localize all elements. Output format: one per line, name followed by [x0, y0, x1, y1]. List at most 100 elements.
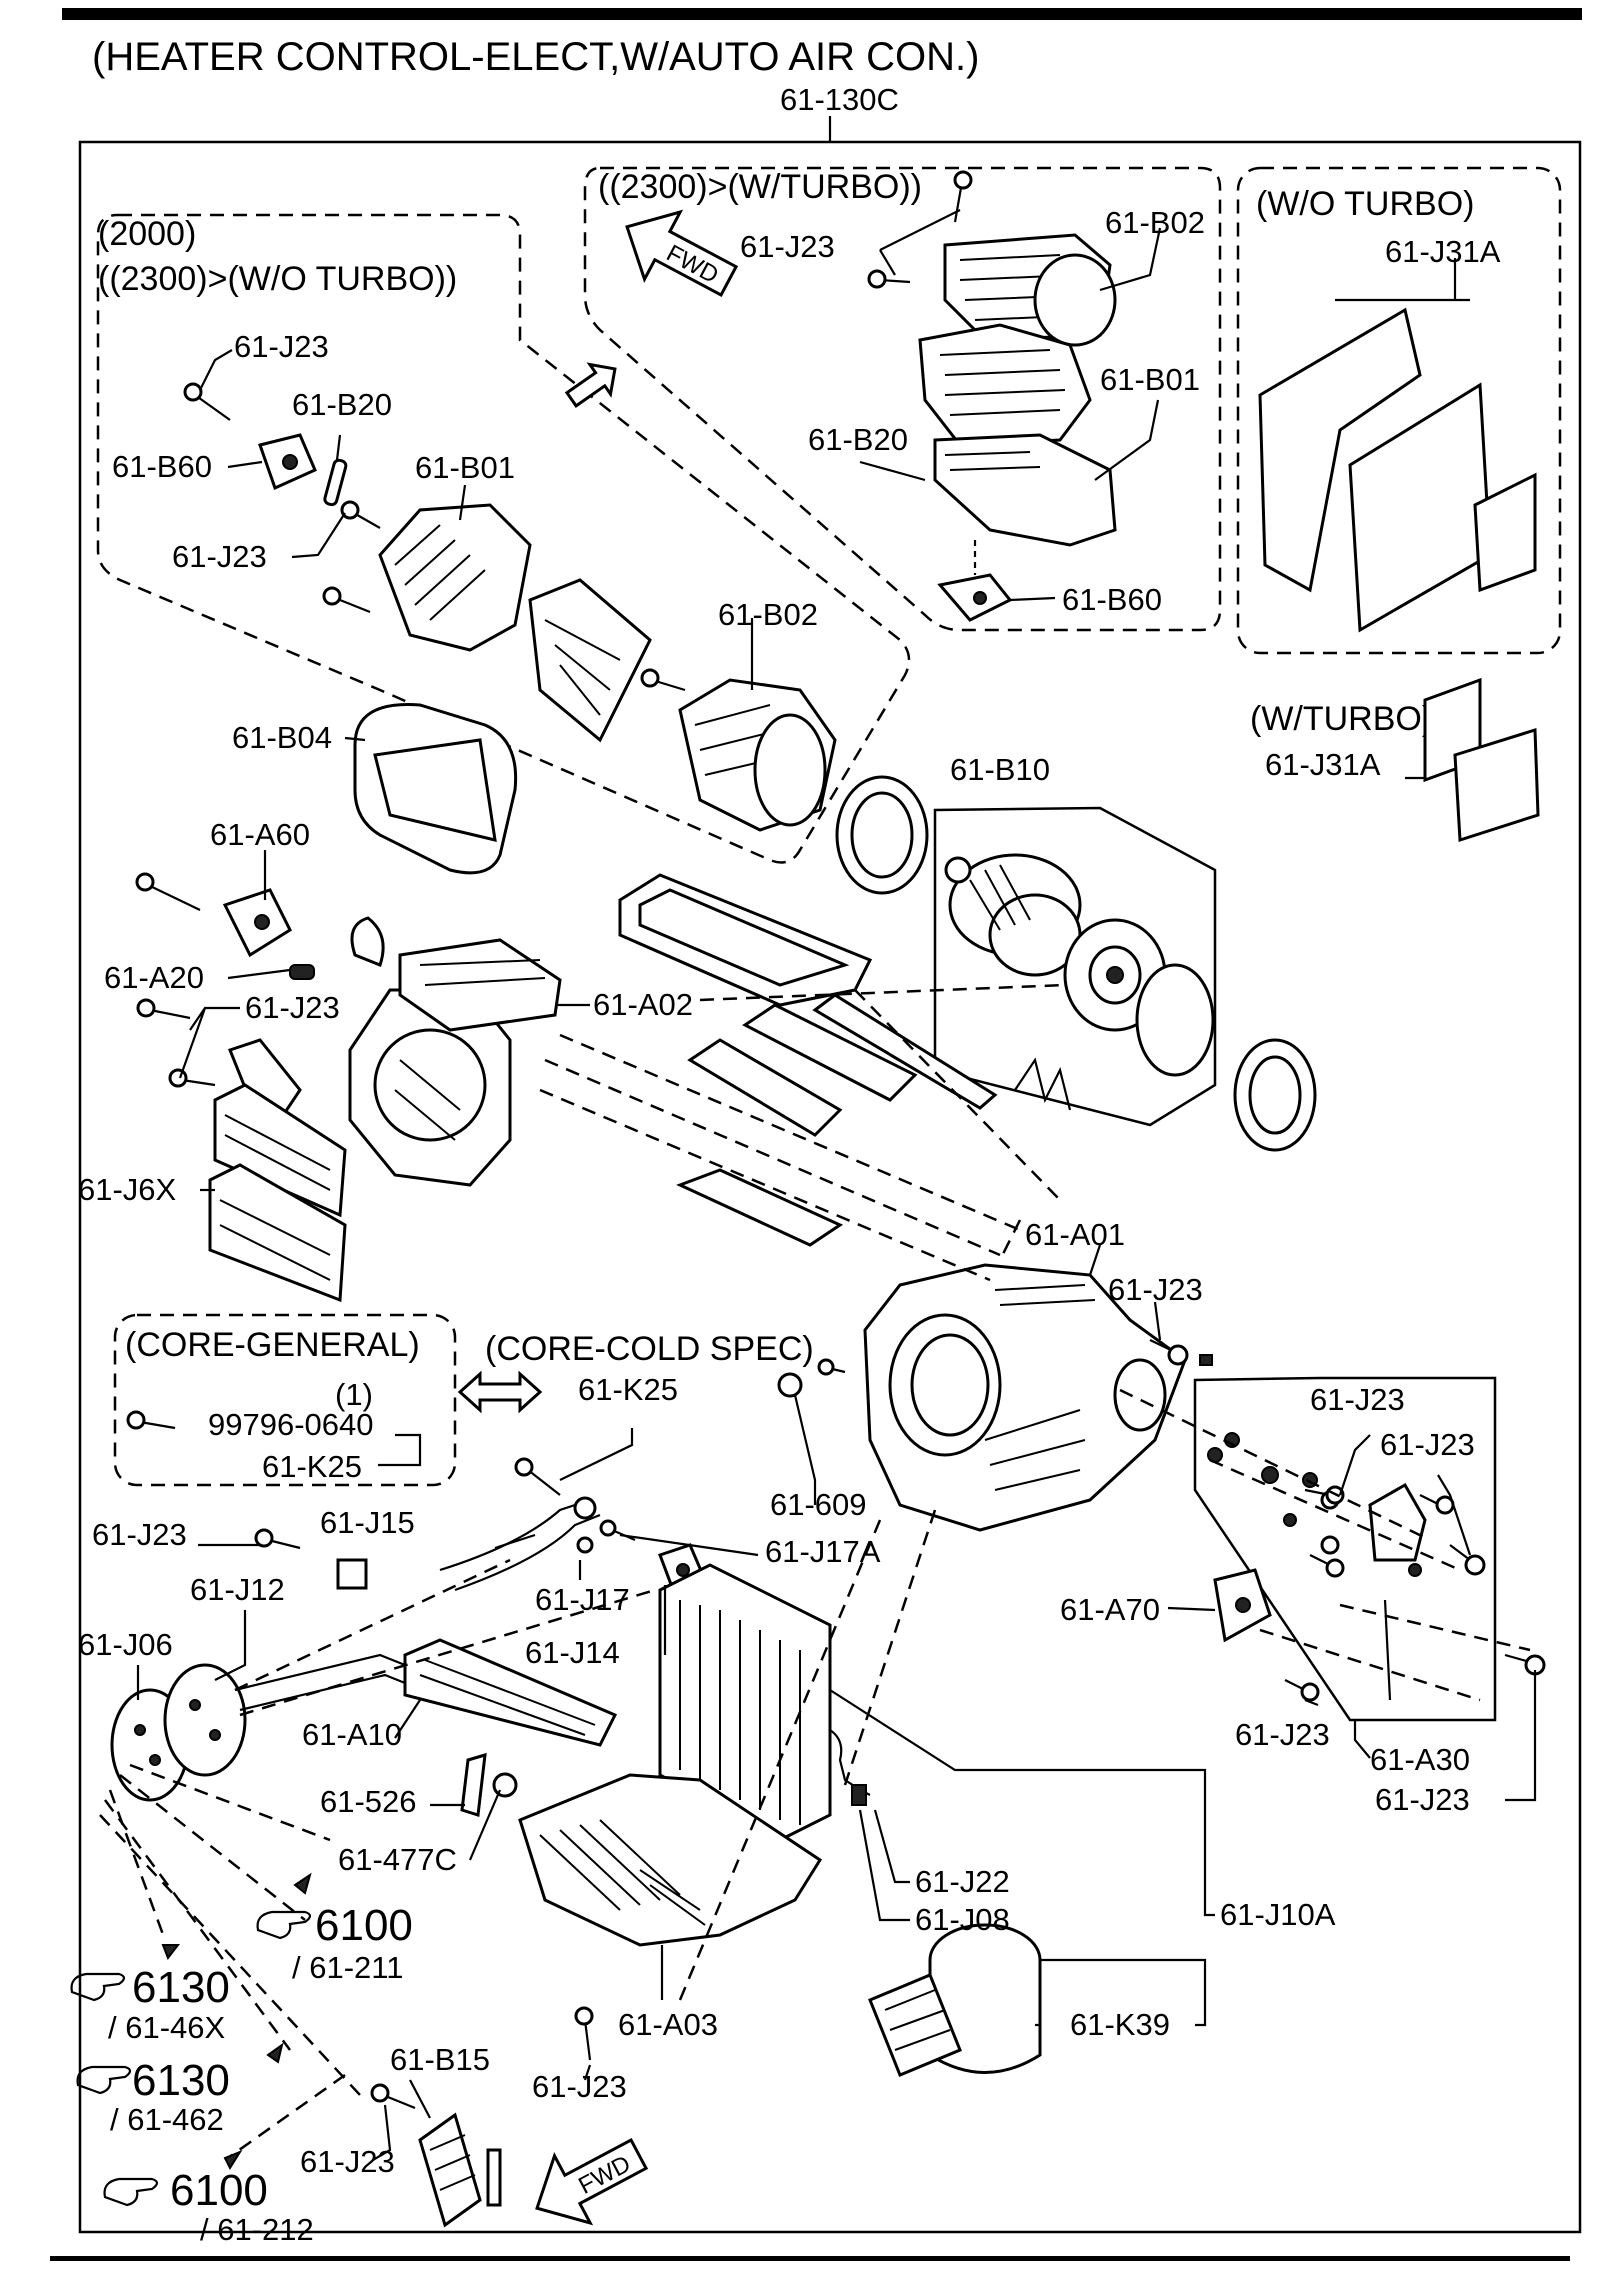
bracket-b15-icon — [418, 2112, 502, 2228]
actuator-a60-icon — [222, 888, 292, 958]
svg-text:/ 61-46X: / 61-46X — [108, 2010, 226, 2045]
label-b01-a: 61-B01 — [415, 450, 515, 485]
label-b10: 61-B10 — [950, 752, 1050, 787]
lower-case-a03-icon — [518, 1773, 823, 1947]
o-ring-icon — [1135, 963, 1215, 1077]
drain-hose-526-icon — [460, 1752, 487, 1817]
motor-k39-icon — [868, 1923, 1042, 2077]
pipe-j15-icon — [439, 1496, 601, 1592]
turbo-variant-region — [583, 166, 1222, 632]
filter-door-left-icon — [528, 578, 652, 743]
label-j23-f: 61-J23 — [1380, 1427, 1475, 1462]
actuator-a30-frame — [1193, 1376, 1497, 1722]
filter-sheet-large-icon — [1258, 307, 1422, 593]
leader-lines — [136, 209, 1537, 2161]
fwd-arrow-top: FWD — [625, 209, 739, 297]
label-core-k25: 61-K25 — [262, 1449, 362, 1484]
case-b01-left-icon — [378, 503, 532, 652]
label-b20-a: 61-B20 — [292, 387, 392, 422]
label-a02: 61-A02 — [593, 987, 693, 1022]
actuator-b60-left-icon — [258, 433, 317, 491]
svg-text:6130: 6130 — [132, 2056, 230, 2105]
clip-477c-icon — [492, 1772, 518, 1798]
core-general-region — [113, 1313, 457, 1487]
filter-sheet-mid-icon — [1348, 382, 1492, 633]
label-j12: 61-J12 — [190, 1572, 285, 1607]
svg-text:/ 61-462: / 61-462 — [110, 2102, 224, 2137]
page-title: (HEATER CONTROL-ELECT,W/AUTO AIR CON.) — [92, 35, 979, 79]
pin-b20-left-icon — [323, 458, 348, 507]
svg-text:6130: 6130 — [132, 1963, 230, 2012]
heater-case-a02-icon — [348, 938, 562, 1187]
label-b60-top: 61-B60 — [1062, 582, 1162, 617]
screw-j23-j-icon — [574, 2006, 594, 2061]
case-b02-mid-icon — [678, 678, 837, 832]
core-general-label: (CORE-GENERAL) — [125, 1326, 420, 1364]
sensor-j22-icon — [851, 1784, 867, 1806]
assembly-number: 61-130C — [780, 82, 899, 117]
label-j6x: 61-J6X — [78, 1172, 177, 1207]
clip-j17-icon — [576, 1536, 594, 1554]
screw-j23-left-mid-icon — [340, 500, 381, 529]
label-a70: 61-A70 — [1060, 1592, 1160, 1627]
label-j23-g: 61-J23 — [92, 1517, 187, 1552]
pin-a20-icon — [289, 964, 315, 980]
reference-6100-211[interactable]: 6100 / 61-211 — [256, 1901, 413, 1985]
label-j23-e: 61-J23 — [1310, 1382, 1405, 1417]
screw-j23-top2-icon — [867, 269, 911, 289]
label-j17a: 61-J17A — [765, 1534, 881, 1569]
w-turbo-label: (W/TURBO) — [1250, 700, 1433, 738]
label-b01-top: 61-B01 — [1100, 362, 1200, 397]
svg-text:6100: 6100 — [170, 2166, 268, 2215]
bracket-j12-icon — [336, 1558, 368, 1590]
label-j23-h: 61-J23 — [1235, 1717, 1330, 1752]
label-j22: 61-J22 — [915, 1864, 1010, 1899]
label-k39: 61-K39 — [1070, 2007, 1170, 2042]
svg-text:6100: 6100 — [315, 1901, 413, 1950]
pointing-hand-icon — [103, 2177, 159, 2207]
variant-2000-label: (2000) — [98, 215, 196, 253]
label-526: 61-526 — [320, 1784, 417, 1819]
evaporator-case-a01-icon — [863, 1263, 1187, 1532]
screw-j23-c2-icon — [168, 1068, 216, 1088]
screw-core-general-icon — [126, 1410, 176, 1430]
fwd-arrow-bottom: FWD — [535, 2138, 649, 2226]
label-j23-d: 61-J23 — [1108, 1272, 1203, 1307]
screw-j23-d-icon — [1149, 1339, 1189, 1366]
label-j08: 61-J08 — [915, 1902, 1010, 1937]
reference-6100-212[interactable]: 6100 / 61-212 — [103, 2166, 314, 2247]
plate-j12-icon — [163, 1663, 247, 1777]
label-b02-top: 61-B02 — [1105, 205, 1205, 240]
blower-fan-b10-icon — [944, 853, 1082, 977]
case-lower-top-icon — [933, 433, 1117, 547]
label-k25: 61-K25 — [578, 1372, 678, 1407]
label-b04: 61-B04 — [232, 720, 332, 755]
label-j23-c: 61-J23 — [245, 990, 340, 1025]
case-b02-top-icon — [943, 233, 1117, 347]
small-ring-icon — [350, 916, 385, 967]
label-b20-top: 61-B20 — [808, 422, 908, 457]
screw-j23-top-icon — [953, 170, 973, 223]
screw-j23-left-top-icon — [183, 382, 231, 421]
screw-a60-icon — [135, 872, 201, 911]
expansion-valve-j14-icon — [658, 1543, 707, 1598]
label-j10a: 61-J10A — [1220, 1897, 1336, 1932]
label-j23-k: 61-J23 — [300, 2144, 395, 2179]
label-j31a-top: 61-J31A — [1385, 234, 1501, 269]
reference-6130-46x[interactable]: 6130 / 61-46X — [70, 1963, 230, 2045]
pointing-hand-icon — [76, 2065, 132, 2095]
actuator-b60-top-icon — [937, 573, 1013, 622]
label-a10: 61-A10 — [302, 1717, 402, 1752]
double-arrow — [457, 1370, 543, 1414]
label-a30: 61-A30 — [1370, 1742, 1470, 1777]
label-j23-a: 61-J23 — [234, 329, 329, 364]
pointing-hand-icon — [70, 1972, 126, 2002]
screw-k25-icon — [514, 1457, 561, 1496]
wire-clip-icon — [1014, 1057, 1072, 1111]
reference-6130-462[interactable]: 6130 / 61-462 — [76, 2056, 230, 2137]
evaporator-grille-icon — [676, 993, 998, 1247]
label-477c: 61-477C — [338, 1842, 457, 1877]
screw-j23-g-icon — [254, 1528, 301, 1550]
bottom-rule — [50, 2256, 1570, 2261]
screw-j23-left-low-icon — [322, 586, 371, 614]
